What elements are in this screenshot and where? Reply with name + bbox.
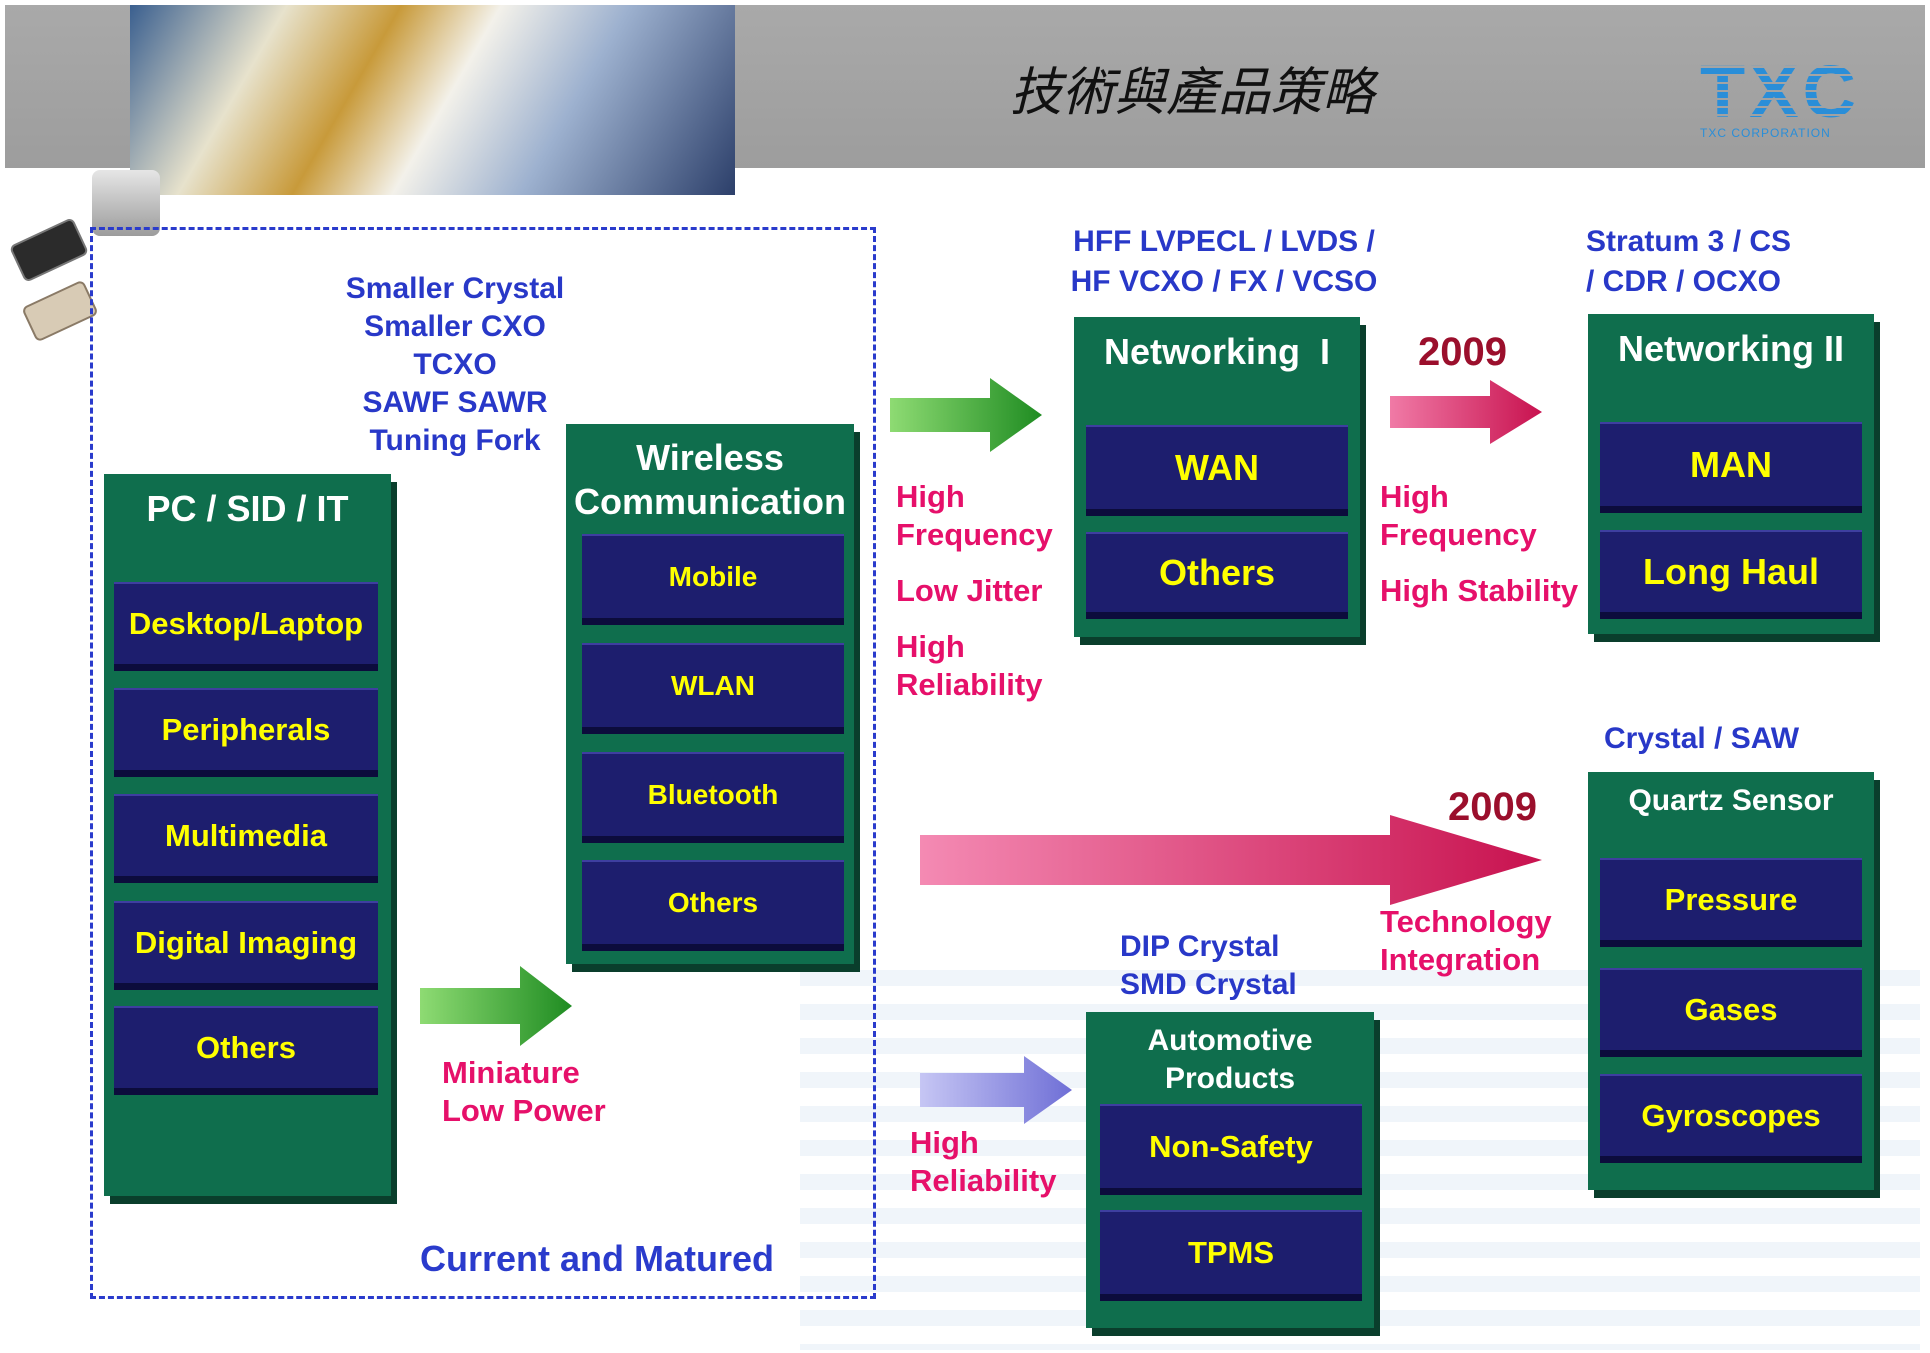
item-man: MAN (1600, 422, 1862, 506)
year-label: 2009 (1418, 330, 1507, 374)
arrow-label-miniature: Miniature Low Power (442, 1054, 606, 1130)
arrow-label-technology: Technology Integration (1380, 903, 1552, 979)
logo-subtext: TXC CORPORATION (1700, 126, 1831, 140)
arrow-label-line: Low Power (442, 1093, 606, 1128)
column-pc: PC / SID / IT Desktop/Laptop Peripherals… (104, 474, 391, 1196)
item-mobile: Mobile (582, 534, 844, 618)
column-automotive: Automotive Products Non-Safety TPMS (1086, 1012, 1374, 1328)
pc-note: Tuning Fork (369, 424, 541, 457)
item-wan: WAN (1086, 425, 1348, 509)
item-others: Others (114, 1006, 378, 1088)
arrow-label-line: High (896, 479, 965, 514)
column-title-line: Communication (573, 481, 846, 522)
arrow-label-line: High (1380, 479, 1449, 514)
page-title: 技術與產品策略 (1010, 63, 1375, 123)
note-line: Stratum 3 / CS (1586, 225, 1792, 258)
arrow-label-line: Reliability (910, 1163, 1057, 1198)
arrow-label-line: Technology (1380, 904, 1552, 939)
arrow-label-line: Frequency (1380, 517, 1537, 552)
pc-note: TCXO (413, 348, 497, 381)
arrow-label-line: Reliability (896, 667, 1043, 702)
column-networking-2: Networking II MAN Long Haul (1588, 314, 1874, 634)
logo-text: TXC (1700, 55, 1880, 129)
note-line: HF VCXO / FX / VCSO (1070, 265, 1378, 298)
item-tpms: TPMS (1100, 1210, 1362, 1294)
arrow-label-line: High (896, 629, 965, 664)
crystal-chip-light (21, 279, 99, 343)
note-line: DIP Crystal (1120, 930, 1280, 963)
column-title: PC / SID / IT (146, 488, 349, 529)
auto-notes: DIP Crystal SMD Crystal (1120, 928, 1340, 1004)
header-photo (130, 5, 735, 195)
column-title-line: Wireless (636, 437, 784, 478)
arrow-to-quartz-sensor (920, 815, 1542, 905)
item-wlan: WLAN (582, 643, 844, 727)
column-wireless: Wireless Communication Mobile WLAN Bluet… (566, 424, 854, 964)
column-title: Networking II (1617, 328, 1845, 369)
pc-note: Smaller CXO (364, 310, 546, 343)
item-multimedia: Multimedia (114, 794, 378, 876)
current-matured-region (90, 227, 876, 1299)
pc-note: SAWF SAWR (362, 386, 548, 419)
pc-note: Smaller Crystal (345, 272, 565, 305)
item-desktop-laptop: Desktop/Laptop (114, 582, 378, 664)
item-long-haul: Long Haul (1600, 530, 1862, 612)
net2-notes: Stratum 3 / CS / CDR / OCXO (1586, 222, 1846, 302)
arrow-label-wireless-net1: High Frequency Low Jitter High Reliabili… (896, 478, 1053, 704)
year-label: 2009 (1448, 785, 1537, 829)
item-pressure: Pressure (1600, 858, 1862, 940)
item-peripherals: Peripherals (114, 688, 378, 770)
note-line: / CDR / OCXO (1586, 265, 1782, 298)
arrow-label-line: Integration (1380, 942, 1541, 977)
item-gyroscopes: Gyroscopes (1600, 1074, 1862, 1156)
item-gases: Gases (1600, 968, 1862, 1050)
region-label: Current and Matured (420, 1238, 775, 1279)
item-digital-imaging: Digital Imaging (114, 901, 378, 983)
arrow-label-net1-net2: High Frequency High Stability (1380, 478, 1578, 610)
pc-notes: Smaller Crystal Smaller CXO TCXO SAWF SA… (320, 270, 590, 460)
arrow-label-line: High Stability (1380, 573, 1579, 608)
note-line: HFF LVPECL / LVDS / (1073, 225, 1375, 258)
arrow-label-reliability: High Reliability (910, 1124, 1056, 1200)
column-title: Networking I (1103, 331, 1331, 372)
arrow-wireless-to-net1 (890, 378, 1042, 452)
company-logo: TXC TXC CORPORATION (1700, 55, 1880, 141)
item-others: Others (582, 860, 844, 944)
arrow-label-line: Frequency (896, 517, 1053, 552)
arrow-label-line: Miniature (442, 1055, 580, 1090)
note-line: SMD Crystal (1120, 968, 1297, 1001)
column-title: Automotive Products (1086, 1022, 1374, 1098)
arrow-net1-to-net2 (1390, 380, 1542, 444)
column-quartz-sensor: Quartz Sensor Pressure Gases Gyroscopes (1588, 772, 1874, 1190)
crystal-can (92, 170, 160, 236)
net1-notes: HFF LVPECL / LVDS / HF VCXO / FX / VCSO (1044, 222, 1404, 302)
column-title: Wireless Communication (566, 436, 854, 524)
item-non-safety: Non-Safety (1100, 1104, 1362, 1188)
column-networking-1: Networking I WAN Others (1074, 317, 1360, 637)
arrow-to-automotive (920, 1056, 1072, 1124)
column-title-line: Automotive (1147, 1024, 1313, 1057)
arrow-label-line: High (910, 1125, 979, 1160)
item-bluetooth: Bluetooth (582, 752, 844, 836)
arrow-label-line: Low Jitter (896, 573, 1043, 608)
item-others: Others (1086, 532, 1348, 612)
column-title: Quartz Sensor (1628, 784, 1834, 817)
sensor-note: Crystal / SAW (1604, 722, 1800, 755)
arrow-pc-to-wireless (420, 966, 572, 1046)
crystal-chip-dark (8, 217, 90, 283)
column-title-line: Products (1164, 1062, 1296, 1095)
